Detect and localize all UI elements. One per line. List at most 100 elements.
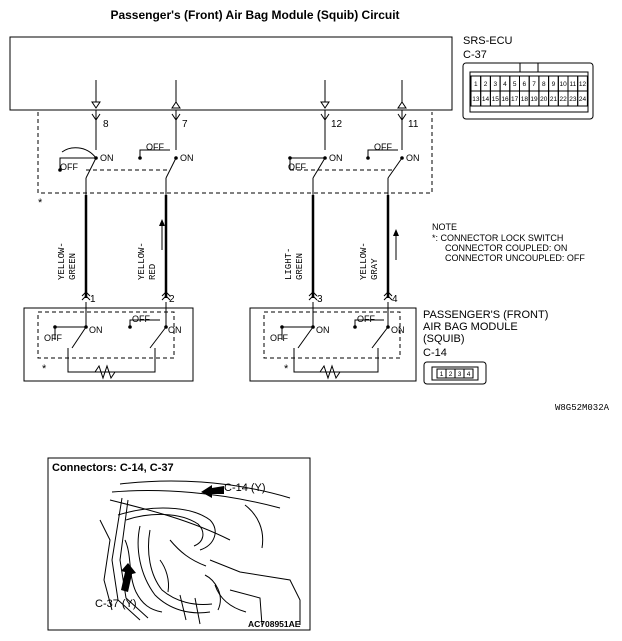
note-line: *: CONNECTOR LOCK SWITCH bbox=[432, 233, 563, 243]
callout-arrow-c37 bbox=[121, 563, 136, 592]
callout-arrow-c14 bbox=[201, 485, 224, 498]
ecu-lock-switch-boundary bbox=[37, 112, 433, 194]
ecu-switch-off-label: OFF bbox=[60, 162, 78, 172]
connector-cell-label: 2 bbox=[449, 371, 453, 378]
module-asterisk: * bbox=[42, 363, 47, 375]
connector-cell-label: 2 bbox=[484, 81, 488, 88]
connector-cell-label: 10 bbox=[560, 81, 568, 88]
module-name: AIR BAG MODULE bbox=[423, 321, 518, 333]
harness-wires bbox=[84, 195, 390, 298]
ecu-signal-arrows bbox=[91, 80, 407, 109]
ecu-box bbox=[9, 36, 453, 111]
connector-cell-label: 3 bbox=[493, 81, 497, 88]
connectors-box-code: AC708951AE bbox=[248, 619, 301, 629]
connector-cell-label: 21 bbox=[550, 96, 558, 103]
connector-cell-label: 24 bbox=[579, 96, 587, 103]
wire-color-label: YELLOW- bbox=[57, 242, 67, 280]
connector-cell-label: 7 bbox=[532, 81, 536, 88]
note-line: CONNECTOR UNCOUPLED: OFF bbox=[445, 253, 585, 263]
dashboard-illustration bbox=[99, 480, 301, 626]
wire-color-label: YELLOW- bbox=[359, 242, 369, 280]
note-heading: NOTE bbox=[432, 222, 457, 232]
connector-cell-label: 9 bbox=[552, 81, 556, 88]
connector-cell bbox=[577, 90, 588, 107]
ecu-switch-on-label: ON bbox=[100, 153, 114, 163]
wire-color-label: RED bbox=[148, 264, 158, 280]
connector-cell-label: 17 bbox=[511, 96, 519, 103]
connector-cell-label: 1 bbox=[440, 371, 444, 378]
ecu-pin-label: 11 bbox=[408, 119, 419, 130]
module-switch-on-label: ON bbox=[89, 325, 103, 335]
connector-cell-label: 20 bbox=[540, 96, 548, 103]
connector-cell-label: 16 bbox=[501, 96, 509, 103]
module-switch-on-label: ON bbox=[168, 325, 182, 335]
ecu-switch-on-label: ON bbox=[180, 153, 194, 163]
module-lock-switch-right bbox=[280, 302, 390, 380]
ecu-switch-off-label: OFF bbox=[146, 142, 164, 152]
ecu-switch-on-label: ON bbox=[329, 153, 343, 163]
connectors-box-title: Connectors: C-14, C-37 bbox=[52, 462, 174, 474]
connector-cell-label: 1 bbox=[474, 81, 478, 88]
connector-cell-label: 15 bbox=[492, 96, 500, 103]
connector-cell-label: 6 bbox=[523, 81, 527, 88]
ecu-pin-label: 12 bbox=[331, 119, 343, 130]
diagram-title: Passenger's (Front) Air Bag Module (Squi… bbox=[110, 8, 399, 22]
ecu-lock-switch-right bbox=[288, 149, 404, 195]
module-pin-label: 2 bbox=[169, 294, 175, 305]
ecu-connector-id: C-37 bbox=[463, 49, 487, 61]
connector-cell-label: 13 bbox=[472, 96, 480, 103]
module-pin-markers bbox=[81, 291, 393, 301]
module-switch-off-label: OFF bbox=[270, 333, 288, 343]
module-connector-id: C-14 bbox=[423, 347, 447, 359]
ecu-pin-markers bbox=[91, 110, 407, 150]
module-pin-label: 1 bbox=[90, 294, 96, 305]
module-asterisk: * bbox=[284, 363, 289, 375]
wire-color-label: YELLOW- bbox=[137, 242, 147, 280]
callout-label-c37: C-37 (Y) bbox=[95, 598, 137, 610]
module-switch-off-label: OFF bbox=[132, 314, 150, 324]
current-flow-arrows bbox=[159, 219, 399, 260]
ecu-asterisk: * bbox=[38, 197, 43, 209]
connector-cell-label: 23 bbox=[569, 96, 577, 103]
ecu-pin-label: 8 bbox=[103, 119, 109, 130]
module-name: (SQUIB) bbox=[423, 333, 465, 345]
ecu-lock-switch-left bbox=[58, 147, 178, 195]
note-line: CONNECTOR COUPLED: ON bbox=[445, 243, 567, 253]
wire-color-label: GRAY bbox=[370, 258, 380, 280]
module-switch-off-label: OFF bbox=[357, 314, 375, 324]
connectors-location-box bbox=[47, 457, 311, 631]
module-pin-label: 3 bbox=[317, 294, 323, 305]
module-switch-on-label: ON bbox=[391, 325, 405, 335]
ecu-switch-off-label: OFF bbox=[288, 162, 306, 172]
module-switch-on-label: ON bbox=[316, 325, 330, 335]
figure-code: W8G52M032A bbox=[555, 403, 610, 413]
ecu-switch-off-label: OFF bbox=[374, 142, 392, 152]
callout-label-c14: C-14 (Y) bbox=[224, 482, 266, 494]
module-pin-label: 4 bbox=[392, 294, 398, 305]
connector-cell-label: 14 bbox=[482, 96, 490, 103]
module-box-right bbox=[249, 307, 417, 382]
connector-cell-label: 4 bbox=[467, 371, 471, 378]
connector-cell-label: 8 bbox=[542, 81, 546, 88]
connector-cell-label: 11 bbox=[569, 81, 576, 88]
connector-cell-label: 4 bbox=[503, 81, 507, 88]
wire-color-label: GREEN bbox=[295, 253, 305, 280]
ecu-switch-on-label: ON bbox=[406, 153, 420, 163]
ecu-pin-label: 7 bbox=[182, 119, 188, 130]
module-lock-switch-left bbox=[53, 302, 168, 380]
module-box-left bbox=[23, 307, 194, 382]
connector-cell-label: 22 bbox=[560, 96, 568, 103]
connector-cell-label: 3 bbox=[458, 371, 462, 378]
connector-cell-label: 19 bbox=[530, 96, 538, 103]
connector-cell-label: 5 bbox=[513, 81, 517, 88]
wire-color-label: LIGHT- bbox=[284, 248, 294, 280]
module-switch-off-label: OFF bbox=[44, 333, 62, 343]
wire-color-label: GREEN bbox=[68, 253, 78, 280]
connector-cell bbox=[463, 368, 474, 379]
module-name: PASSENGER'S (FRONT) bbox=[423, 309, 548, 321]
connector-cell-label: 18 bbox=[521, 96, 529, 103]
ecu-name: SRS-ECU bbox=[463, 35, 513, 47]
